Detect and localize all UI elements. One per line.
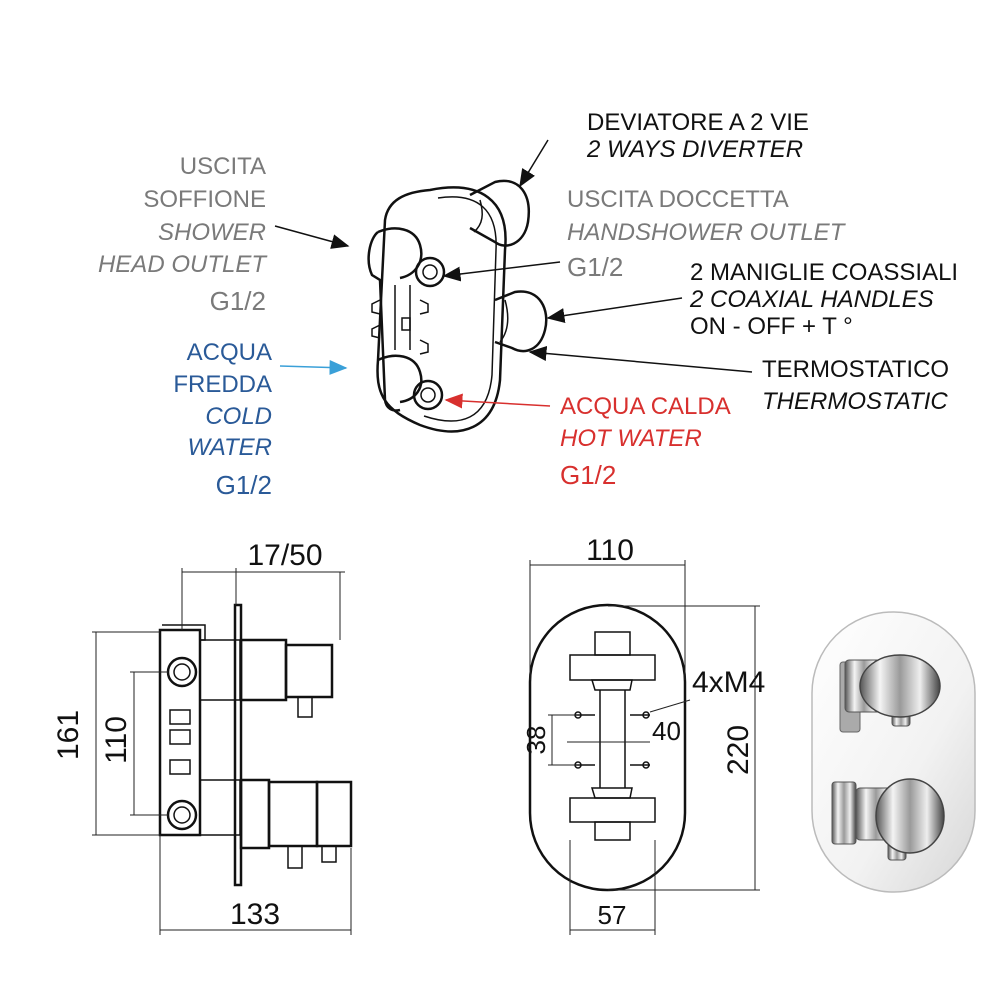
dim-plate-height: 220: [722, 725, 755, 775]
dim-hole-h: 40: [652, 716, 681, 746]
label-handshower: USCITA DOCCETTA HANDSHOWER OUTLET G1/2: [567, 186, 847, 282]
dim-width: 133: [230, 898, 280, 931]
hot-water-label-en: HOT WATER: [560, 425, 702, 452]
product-render: [811, 611, 976, 893]
shower-head-line4: HEAD OUTLET: [98, 251, 268, 278]
front-view: [528, 603, 687, 892]
dim-total-height: 161: [52, 710, 85, 760]
thermostatic-label-it: TERMOSTATICO: [762, 356, 949, 383]
handles-function: ON - OFF + T °: [690, 313, 853, 340]
label-cold-water: ACQUA FREDDA COLD WATER G1/2: [173, 339, 272, 500]
shower-head-line1: USCITA: [180, 153, 266, 180]
handles-label-en: 2 COAXIAL HANDLES: [689, 286, 934, 313]
shower-head-line3: SHOWER: [158, 219, 266, 246]
diverter-label-it: DEVIATORE A 2 VIE: [587, 109, 809, 136]
front-dimensions: 110 220 4xM4 40 38 57: [521, 534, 765, 935]
hot-water-label-it: ACQUA CALDA: [560, 393, 731, 420]
label-shower-head: USCITA SOFFIONE SHOWER HEAD OUTLET G1/2: [98, 153, 268, 316]
side-view: [158, 603, 353, 887]
handshower-label-en: HANDSHOWER OUTLET: [567, 219, 847, 246]
shower-head-line2: SOFFIONE: [143, 186, 266, 213]
cold-water-line3: COLD: [205, 403, 272, 430]
annotation-arrows: [274, 139, 753, 409]
shower-head-thread: G1/2: [210, 286, 266, 316]
hot-water-thread: G1/2: [560, 460, 616, 490]
screw-holes: [574, 711, 650, 769]
cold-water-thread: G1/2: [216, 470, 272, 500]
cold-water-line2: FREDDA: [173, 371, 272, 398]
dim-hole-v: 38: [521, 726, 551, 755]
cold-water-line1: ACQUA: [187, 339, 272, 366]
cold-water-line4: WATER: [188, 434, 272, 461]
side-dimensions: 17/50 161 110 133: [52, 539, 352, 935]
dim-bottom-width: 57: [598, 900, 627, 930]
diverter-label-en: 2 WAYS DIVERTER: [586, 136, 803, 163]
handshower-thread: G1/2: [567, 252, 623, 282]
label-hot-water: ACQUA CALDA HOT WATER G1/2: [560, 393, 731, 490]
dim-plate-width: 110: [586, 534, 634, 567]
label-thermostatic: TERMOSTATICO THERMOSTATIC: [762, 356, 949, 415]
iso-view: [367, 179, 548, 433]
dim-depth: 17/50: [247, 539, 322, 572]
handshower-label-it: USCITA DOCCETTA: [567, 186, 789, 213]
label-diverter: DEVIATORE A 2 VIE 2 WAYS DIVERTER: [586, 109, 809, 163]
dim-screws: 4xM4: [692, 666, 765, 699]
handles-label-it: 2 MANIGLIE COASSIALI: [690, 259, 958, 286]
thermostatic-label-en: THERMOSTATIC: [762, 388, 948, 415]
dim-inlet-spacing: 110: [100, 716, 133, 764]
label-handles: 2 MANIGLIE COASSIALI 2 COAXIAL HANDLES O…: [689, 259, 958, 340]
